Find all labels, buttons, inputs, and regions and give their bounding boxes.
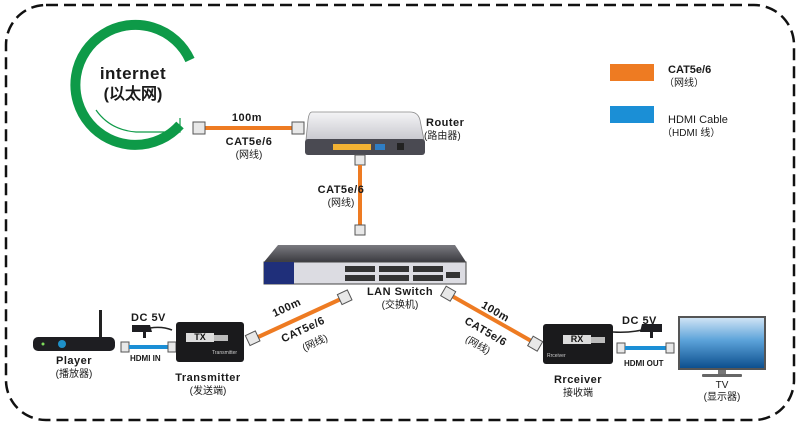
hdmi-in-label: HDMI IN xyxy=(130,354,161,363)
link-type-sub: (网线) xyxy=(235,150,263,161)
transmitter-sub: (发送端) xyxy=(189,386,227,397)
router-label: Router xyxy=(426,117,465,129)
internet-subtitle: (以太网) xyxy=(103,86,163,103)
link-type-label: CAT5e/6 xyxy=(317,184,365,196)
media-player-icon xyxy=(33,310,115,351)
cable-switch-transmitter xyxy=(244,289,353,347)
legend-swatch-cat xyxy=(610,64,654,81)
legend-cat-label: CAT5e/6 xyxy=(668,64,712,76)
dashed-border xyxy=(4,3,796,422)
tv-icon xyxy=(678,316,766,377)
receiver-label: Rrceiver xyxy=(553,374,603,386)
tv-sub: (显示器) xyxy=(703,392,741,403)
internet-title: internet xyxy=(99,64,167,83)
player-sub: (播放器) xyxy=(55,369,93,380)
link-type-label: CAT5e/6 xyxy=(225,136,273,148)
internet-ring xyxy=(70,19,195,150)
hdmi-connector-icon xyxy=(120,341,130,353)
dc-power-label: DC 5V xyxy=(131,312,166,324)
hdmi-out-label: HDMI OUT xyxy=(624,359,664,368)
player-label: Player xyxy=(55,355,93,367)
power-adapter-icon xyxy=(132,325,173,338)
legend-hdmi-sub: （HDMI 线） xyxy=(662,128,721,139)
receiver-box-icon xyxy=(543,324,613,364)
internet-ring-tail xyxy=(95,109,181,133)
rj45-connector-icon xyxy=(244,330,261,347)
rx-caption: Rrceiver xyxy=(547,353,566,359)
router-icon xyxy=(305,111,425,155)
rj45-connector-icon xyxy=(336,289,353,306)
rj45-connector-icon xyxy=(354,224,366,236)
legend-hdmi-label: HDMI Cable xyxy=(668,114,728,126)
hdmi-connector-icon xyxy=(616,342,626,354)
tx-badge: TX xyxy=(194,332,206,342)
internet-cloud-icon xyxy=(70,19,195,150)
legend-cat-sub: （网线） xyxy=(664,78,704,89)
cable-hdmi-out xyxy=(616,342,675,354)
rj45-connector-icon xyxy=(192,121,206,135)
cable-hdmi-in xyxy=(120,341,177,353)
rj45-connector-icon xyxy=(526,335,544,352)
receiver-sub: 接收端 xyxy=(563,388,593,399)
rj45-connector-icon xyxy=(354,154,366,166)
rx-badge: RX xyxy=(570,334,584,344)
link-type-sub: (网线) xyxy=(327,198,355,209)
transmitter-label: Transmitter xyxy=(175,372,241,384)
lan-switch-icon xyxy=(263,245,467,285)
rj45-connector-icon xyxy=(439,285,457,302)
rj45-connector-icon xyxy=(291,121,305,135)
cable-switch-receiver xyxy=(439,285,544,352)
switch-label: LAN Switch xyxy=(366,286,434,298)
cable-internet-router xyxy=(192,121,305,135)
power-adapter-icon xyxy=(612,324,662,338)
dc-power-label: DC 5V xyxy=(622,315,657,327)
tx-caption: Transmitter xyxy=(212,350,238,356)
legend-swatch-hdmi xyxy=(610,106,654,123)
transmitter-box-icon xyxy=(176,322,244,362)
link-length-label: 100m xyxy=(231,112,263,124)
switch-sub: (交换机) xyxy=(381,300,419,311)
hdmi-connector-icon xyxy=(167,341,177,353)
cable-router-switch xyxy=(354,154,366,236)
router-sub: (路由器) xyxy=(424,131,461,142)
tv-label: TV xyxy=(715,380,729,391)
hdmi-connector-icon xyxy=(665,342,675,354)
